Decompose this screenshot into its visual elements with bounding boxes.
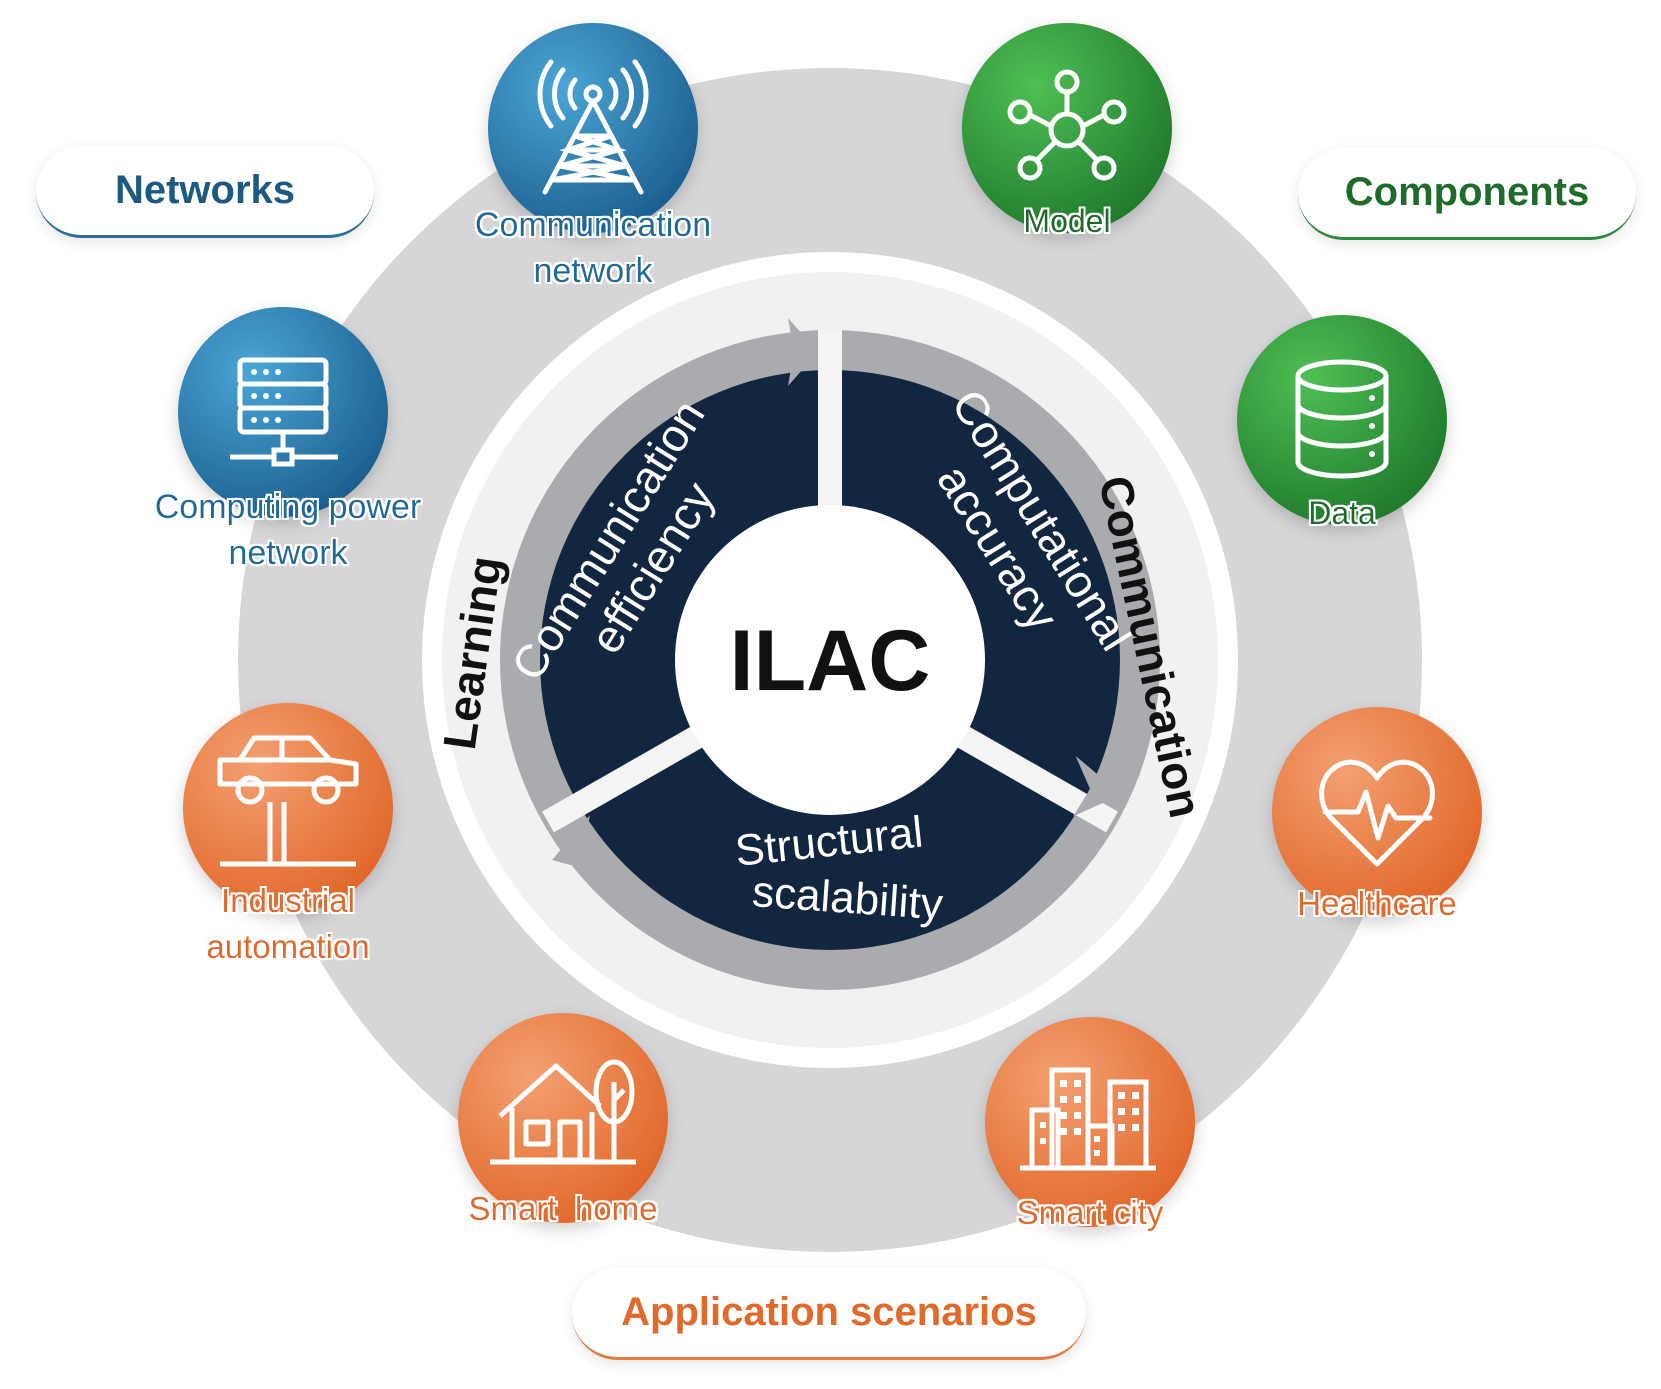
arrowhead-left <box>552 815 596 872</box>
node-circle <box>178 307 388 517</box>
node-communication-network[interactable]: Communication network <box>475 23 711 290</box>
house-tree-icon <box>490 1059 636 1165</box>
node-label-line-1: Healthcare <box>1297 885 1457 922</box>
category-networks-label: Networks <box>114 168 296 212</box>
city-windows <box>1040 1080 1139 1156</box>
database-dots <box>1369 395 1375 457</box>
city-buildings-icon <box>1020 1067 1156 1171</box>
arrowhead-right <box>1073 755 1122 817</box>
center-circle <box>675 505 985 815</box>
node-circle <box>458 1013 668 1223</box>
car-lift-icon <box>217 735 359 867</box>
node-label-line-2: automation <box>206 928 369 965</box>
network-hub-icon <box>1007 69 1127 181</box>
node-label-line-1: Smart home <box>469 1190 658 1227</box>
node-label-line-2: network <box>533 252 653 290</box>
arrowhead-top <box>788 318 818 386</box>
node-smart-home[interactable]: Smart home <box>458 1013 668 1227</box>
antenna-tower-icon <box>537 59 649 195</box>
node-circle <box>183 703 393 913</box>
node-model[interactable]: Model <box>962 23 1172 239</box>
server-rack-icon <box>230 357 338 467</box>
node-healthcare[interactable]: Healthcare <box>1272 707 1482 922</box>
node-circle <box>962 23 1172 233</box>
node-industrial-automation[interactable]: Industrial automation <box>183 703 393 965</box>
node-label-line-1: Data <box>1308 495 1376 531</box>
category-networks: Networks <box>36 146 374 238</box>
node-smart-city[interactable]: Smart city <box>985 1017 1195 1231</box>
node-label-line-1: Smart city <box>1017 1194 1164 1231</box>
node-label-line-1: Computing power <box>155 488 421 526</box>
category-application-scenarios-label: Application scenarios <box>621 1290 1037 1334</box>
category-components: Components <box>1298 148 1636 240</box>
database-icon <box>1295 359 1389 479</box>
server-dots <box>251 369 281 423</box>
node-computing-power-network[interactable]: Computing power network <box>155 307 421 572</box>
heart-pulse-icon <box>1319 759 1435 867</box>
node-label-line-1: Industrial <box>221 882 355 919</box>
node-circle <box>488 23 698 233</box>
node-circle <box>1272 707 1482 917</box>
sector-structural-scalability: Structural scalability <box>733 807 945 929</box>
node-data[interactable]: Data <box>1237 315 1447 531</box>
node-label-line-1: Communication <box>475 206 711 244</box>
node-label-line-2: network <box>228 534 348 572</box>
node-label-line-1: Model <box>1023 203 1110 239</box>
category-application-scenarios: Application scenarios <box>572 1268 1086 1360</box>
category-components-label: Components <box>1344 170 1590 214</box>
center-label: ILAC <box>730 613 931 709</box>
